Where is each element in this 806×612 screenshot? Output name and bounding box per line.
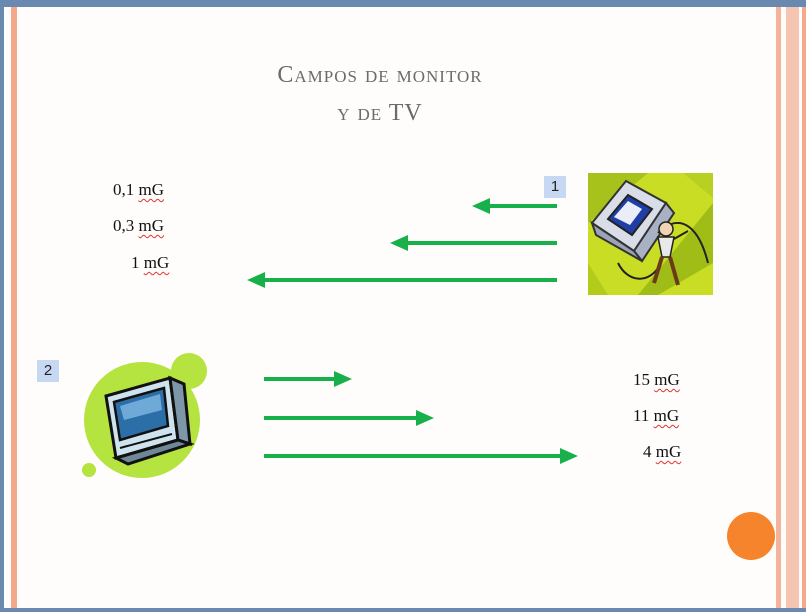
reading-value: 1 (131, 253, 140, 272)
reading-unit: mG (653, 406, 680, 425)
reading-unit: mG (143, 253, 170, 272)
arrow-right-2 (264, 410, 434, 426)
reading-value: 0,1 (113, 180, 135, 199)
monitor-reading-3: 1 mG (131, 253, 169, 273)
right-accent-stripe (802, 7, 806, 612)
reading-value: 0,3 (113, 216, 135, 235)
monitor-reading-1: 0,1 mG (113, 180, 164, 200)
tv-reading-1: 15 mG (633, 370, 680, 390)
monitor-reading-2: 0,3 mG (113, 216, 164, 236)
reading-unit: mG (138, 216, 165, 235)
computer-monitor-icon (588, 173, 713, 295)
right-accent-stripe (776, 7, 781, 612)
tv-reading-2: 11 mG (633, 406, 679, 426)
left-border (0, 0, 4, 612)
arrow-left-1 (472, 198, 557, 214)
left-accent-stripe (11, 7, 17, 612)
reading-unit: mG (655, 442, 682, 461)
arrow-left-3 (247, 272, 557, 288)
title-line-1: Campos de monitor (277, 62, 483, 88)
tv-reading-3: 4 mG (643, 442, 681, 462)
television-icon (80, 352, 210, 482)
arrow-right-3 (264, 448, 578, 464)
reading-value: 15 (633, 370, 650, 389)
top-border (0, 0, 806, 7)
reading-value: 11 (633, 406, 650, 425)
bottom-border (0, 608, 806, 612)
right-accent-stripe (786, 7, 799, 612)
slide-title: Campos de monitor y de TV (150, 56, 610, 132)
arrow-right-1 (264, 371, 352, 387)
monitor-number-badge: 1 (544, 176, 566, 198)
reading-unit: mG (654, 370, 680, 389)
decorative-orange-circle (727, 512, 775, 560)
reading-value: 4 (643, 442, 652, 461)
tv-number-badge: 2 (37, 360, 59, 382)
reading-unit: mG (138, 180, 165, 199)
arrow-left-2 (390, 235, 557, 251)
title-line-2: y de TV (337, 100, 423, 126)
